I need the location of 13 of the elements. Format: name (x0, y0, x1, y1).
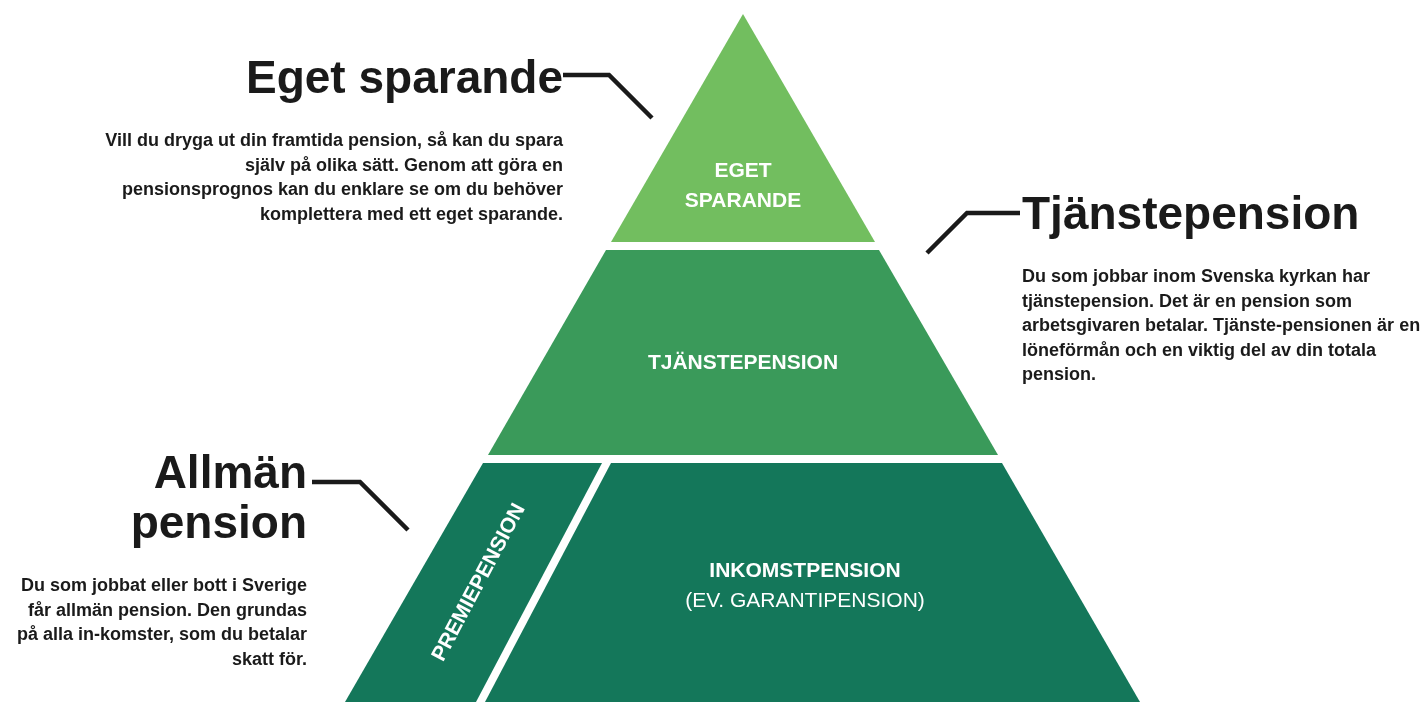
tier-label: (EV. GARANTIPENSION) (685, 587, 925, 613)
leader-line (563, 72, 654, 120)
tier-label: TJÄNSTEPENSION (647, 349, 839, 375)
description-text: Du som jobbar inom Svenska kyrkan har tjänstepension. Det är en pension som arbetsgivaren betalar. Tjänste-pensionen är en löneförmån och en viktig del av din totala pension. (1022, 265, 1422, 386)
description-text: Du som jobbat eller bott i Sverige får allmän pension. Den grundas på alla in-komster, som du betalar skatt för. (15, 574, 307, 671)
tier-label: EGET SPARANDE (683, 157, 803, 213)
heading: Eget sparande (245, 52, 563, 102)
leader-line (312, 479, 410, 532)
tier-label: INKOMSTPENSION (709, 557, 901, 583)
leader-line (925, 210, 1020, 255)
heading: Allmän pension (129, 447, 307, 547)
description-text: Vill du dryga ut din framtida pension, så kan du spara själv på olika sätt. Genom att göra en pensionsprognos kan du enklare se om du behöver komplettera med ett eget sparande. (105, 129, 563, 226)
heading: Tjänstepension (1022, 188, 1361, 238)
